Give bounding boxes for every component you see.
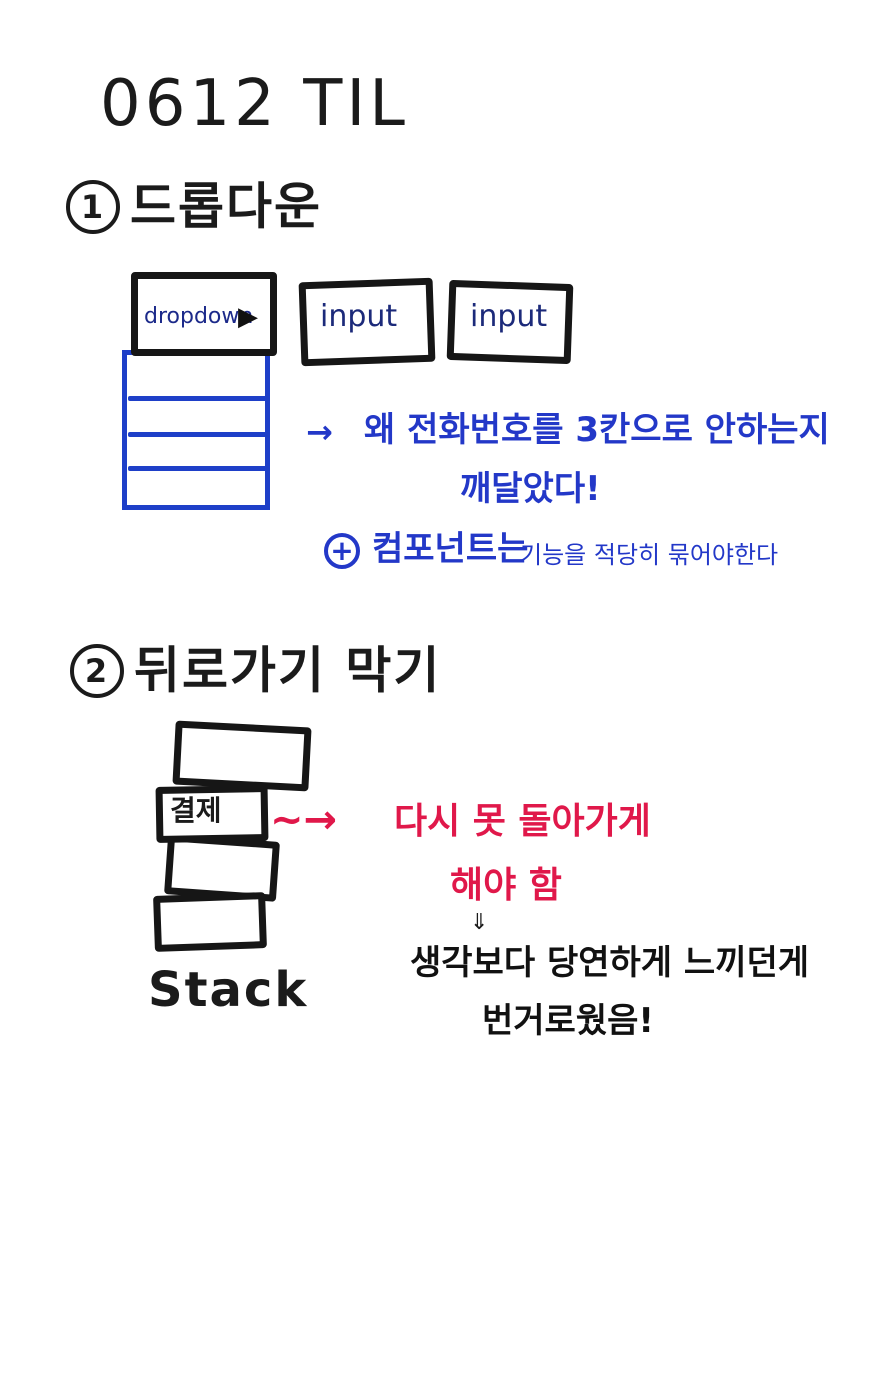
section1-heading-text: 드롭다운: [130, 177, 322, 236]
double-down-arrow-icon: ⇓: [470, 910, 489, 935]
stack-box-top: [172, 720, 312, 792]
stack-box-bottom: [153, 892, 267, 952]
triangle-right-icon: ▶: [238, 302, 258, 332]
red-note-line1: 다시 못 돌아가게: [394, 801, 651, 842]
dropdown-option-line: [128, 396, 268, 401]
dropdown-box-sketch: [131, 272, 277, 356]
input-label-1: input: [320, 299, 398, 334]
section1-number: 1: [66, 179, 120, 234]
plus-circle-icon: +: [324, 533, 360, 569]
note2-thin: 기능을 적당히 묶어야한다: [520, 541, 779, 569]
section2-heading-text: 뒤로가기 막기: [134, 641, 442, 700]
black-note-line2: 번거로웠음!: [482, 1001, 654, 1041]
note1-line2: 깨달았다!: [460, 469, 601, 509]
dropdown-option-line: [128, 432, 268, 437]
dropdown-label: dropdown: [144, 304, 254, 329]
red-note-line2: 해야 함: [450, 865, 562, 906]
dropdown-option-line: [128, 466, 268, 471]
note1-line1: 왜 전화번호를 3칸으로 안하는지: [364, 410, 830, 450]
page-title: 0612 TIL: [100, 67, 409, 141]
note2-bold: 컴포넌트는: [372, 529, 529, 569]
input-label-2: input: [470, 299, 548, 334]
squiggle-arrow-icon: ~→: [270, 797, 338, 843]
section2-number: 2: [70, 643, 124, 698]
black-note-line1: 생각보다 당연하게 느끼던게: [410, 943, 810, 983]
stack-item-label: 결제: [170, 794, 222, 827]
dropdown-list-sketch: [122, 350, 270, 510]
stack-caption: Stack: [148, 962, 309, 1018]
arrow-right-icon: →: [306, 413, 333, 451]
